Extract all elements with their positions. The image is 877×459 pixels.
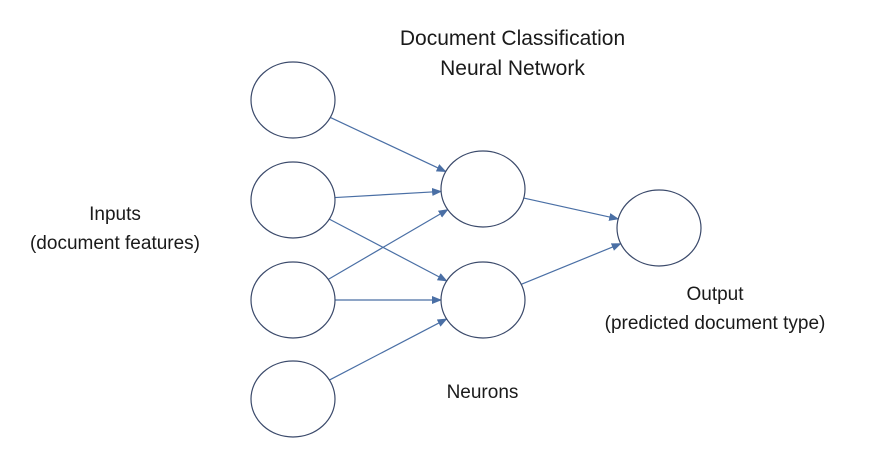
output-1-node [616,189,702,267]
edge-neuron-1-to-output-1 [523,197,620,221]
output-label-line1: Output [686,284,744,305]
input-3-node [250,261,336,339]
nodes-layer [250,61,702,438]
edge-input-2-to-neuron-1 [334,187,443,199]
edges-layer [327,116,622,381]
inputs-label: Inputs (document features) [0,200,230,258]
neuron-1-node [440,150,526,228]
edge-input-4-to-neuron-2 [329,318,448,381]
neuron-2-node [440,261,526,339]
input-4-node [250,360,336,438]
neurons-label: Neurons [446,382,519,403]
input-2-node [250,161,336,239]
inputs-label-line2: (document features) [29,233,201,254]
diagram-title: Document Classification Neural Network [340,24,685,84]
output-label-line2: (predicted document type) [604,313,826,334]
output-label: Output (predicted document type) [560,280,870,338]
edge-input-1-to-neuron-1 [330,116,447,173]
edge-neuron-2-to-output-1 [521,243,622,285]
input-1-node [250,61,336,139]
diagram-title-line1: Document Classification [399,27,626,50]
diagram-title-line2: Neural Network [440,57,585,80]
edge-input-2-to-neuron-2 [329,218,448,282]
edge-input-3-to-neuron-1 [327,209,449,280]
inputs-label-line1: Inputs [89,204,141,225]
